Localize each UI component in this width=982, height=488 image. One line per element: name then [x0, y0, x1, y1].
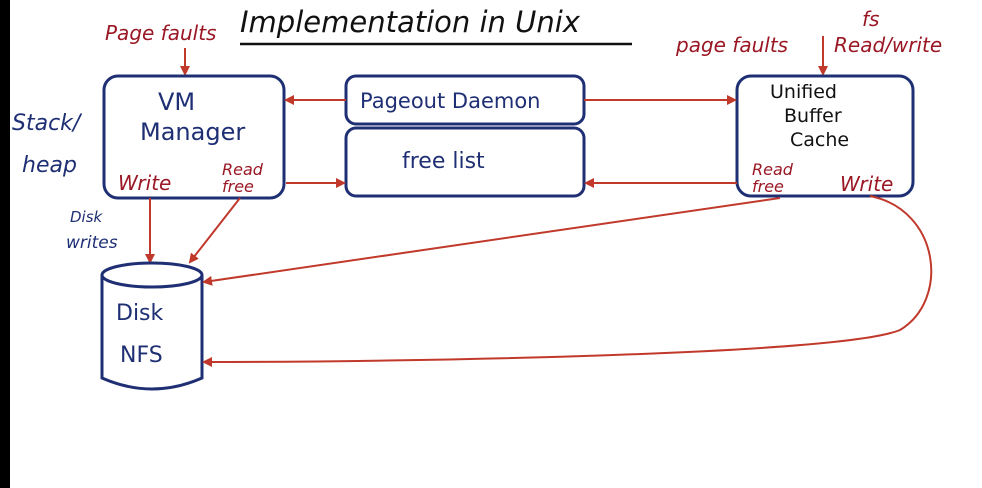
ubc-free-label: free	[752, 177, 784, 196]
vm-manager-line2: Manager	[140, 118, 245, 146]
vm-read-label: Read	[222, 160, 264, 179]
disk-label: Disk	[116, 301, 164, 326]
ubc-line1: Unified	[770, 81, 837, 103]
vm-read-to-disk-arrow	[188, 197, 241, 264]
page-faults-right-label: page faults	[675, 33, 788, 57]
pageout-daemon-label: Pageout Daemon	[360, 89, 540, 113]
heap-label: heap	[22, 153, 77, 178]
disk-cylinder	[100, 261, 204, 391]
left-edge-bar	[0, 0, 10, 488]
vm-manager-line1: VM	[158, 88, 195, 116]
nfs-label: NFS	[120, 343, 163, 368]
ubc-read-label: Read	[752, 160, 794, 179]
ubc-read-to-disk-arrow	[202, 197, 781, 286]
fs-label: fs	[862, 7, 879, 31]
vm-free-label: free	[222, 177, 254, 196]
ubc-line2: Buffer	[784, 105, 842, 127]
ubc-write-label: Write	[840, 172, 893, 196]
ubc-line3: Cache	[790, 129, 849, 151]
unified-buffer-cache-box	[735, 74, 915, 198]
free-list-label: free list	[402, 149, 485, 174]
read-write-label: Read/write	[834, 33, 942, 57]
ubc-write-to-nfs-arrow	[202, 195, 933, 367]
disk-writes-line2: writes	[66, 233, 118, 253]
title: Implementation in Unix	[240, 5, 581, 39]
stack-label: Stack/	[12, 111, 83, 136]
vm-manager-box	[102, 74, 286, 200]
free-list-box	[344, 126, 586, 198]
page-faults-left-label: Page faults	[105, 21, 216, 45]
disk-writes-line1: Disk	[70, 208, 104, 226]
vm-write-label: Write	[118, 171, 171, 195]
